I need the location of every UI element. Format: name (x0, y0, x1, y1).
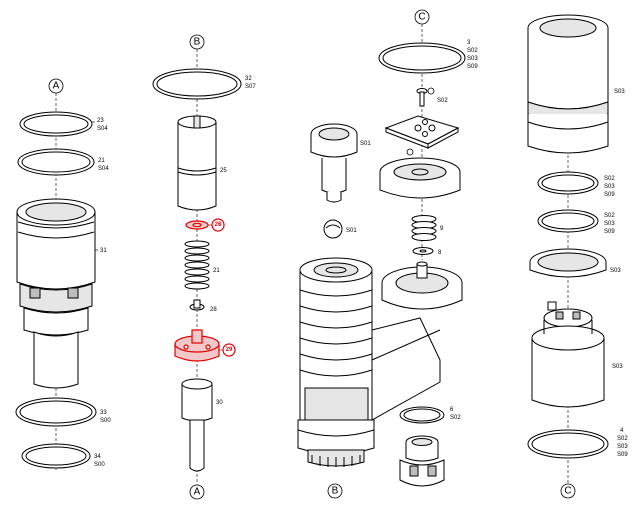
label-32: 32 (245, 76, 252, 82)
column-c: C 3 S02 S03 S09 S02 (378, 9, 478, 487)
reference-b-bottom: B (332, 486, 339, 497)
pressure-pin-28 (189, 299, 205, 311)
injector-body-assembly: S01 S01 B (297, 123, 441, 499)
nozzle-30 (181, 378, 213, 472)
label-s09-b: S09 (604, 192, 615, 198)
connector-fitting (399, 435, 445, 487)
label-s02-b: S02 (437, 98, 448, 104)
reference-circle-c-bottom (560, 483, 576, 499)
spring-21 (184, 240, 210, 290)
label-s02-a: S02 (467, 48, 478, 54)
label-s00-a: S00 (100, 418, 111, 424)
valve-body (381, 261, 463, 310)
label-s07: S07 (245, 84, 256, 90)
plate-armature (384, 115, 460, 149)
magnet-head (379, 148, 461, 199)
label-31: 31 (100, 248, 107, 254)
label-s09-d: S09 (617, 452, 628, 458)
spring-housing-25 (177, 115, 217, 211)
disc-8 (412, 247, 434, 255)
label-21b: 21 (213, 268, 220, 274)
reference-a-bottom: A (194, 487, 201, 498)
ball-s01 (323, 219, 343, 239)
shim-26: 26 (185, 218, 225, 232)
label-29: 29 (226, 347, 233, 353)
thrust-ring (529, 248, 607, 278)
reference-c-bottom: C (564, 486, 571, 497)
label-s04-b: S04 (98, 166, 109, 172)
label-28: 28 (210, 307, 217, 313)
label-30: 30 (216, 400, 223, 406)
label-8: 8 (438, 250, 442, 256)
label-s03-b: S03 (614, 89, 625, 95)
label-6: 6 (450, 407, 454, 413)
label-s03-d: S03 (604, 221, 615, 227)
lower-sleeve (531, 301, 605, 408)
label-33: 33 (100, 410, 107, 416)
reference-circle-a-bottom (189, 484, 205, 500)
label-s03-a: S03 (467, 56, 478, 62)
label-23: 23 (97, 118, 104, 124)
label-21a: 21 (98, 158, 105, 164)
upper-sleeve (527, 14, 609, 154)
label-s03-g: S03 (617, 444, 628, 450)
valve-piece-s01 (310, 123, 358, 203)
label-s02-c: S02 (450, 415, 461, 421)
label-26: 26 (215, 222, 222, 228)
label-3: 3 (467, 40, 471, 46)
column-a: A 23 S04 21 S04 31 33 S00 (15, 78, 111, 470)
label-25: 25 (220, 168, 227, 174)
screw-s02 (416, 87, 435, 107)
label-s02-f: S02 (617, 436, 628, 442)
label-s03-e: S03 (610, 268, 621, 274)
label-s02-d: S02 (604, 176, 615, 182)
column-right: S03 S02 S03 S09 S02 S03 S09 S03 S03 4 (527, 14, 628, 499)
label-s02-e: S02 (604, 213, 615, 219)
intermediate-disc-29: 29 (174, 329, 236, 362)
reference-c-top: C (418, 12, 425, 23)
column-b: B 32 S07 25 26 21 (152, 34, 256, 500)
nozzle-nut-31 (16, 198, 96, 389)
label-s03-f: S03 (612, 364, 623, 370)
label-s09-c: S09 (604, 229, 615, 235)
reference-b-top: B (194, 37, 201, 48)
label-s00-b: S00 (94, 462, 105, 468)
reference-a-top: A (53, 81, 60, 92)
spring-9 (411, 215, 437, 241)
label-34: 34 (94, 454, 101, 460)
label-s01-b: S01 (346, 228, 357, 234)
label-9: 9 (440, 226, 444, 232)
label-4: 4 (620, 428, 624, 434)
label-s03-c: S03 (604, 184, 615, 190)
reference-circle-b-bottom (327, 483, 343, 499)
label-s09-a: S09 (467, 64, 478, 70)
label-s01-a: S01 (360, 141, 371, 147)
label-s04-a: S04 (97, 126, 108, 132)
